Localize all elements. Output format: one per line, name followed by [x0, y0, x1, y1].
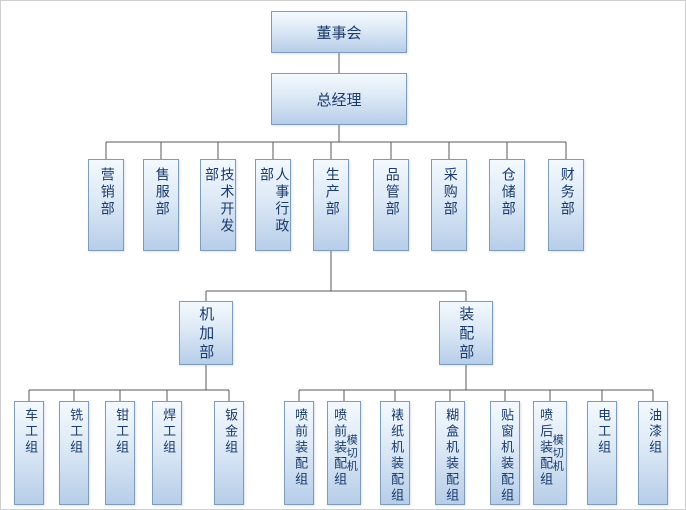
org-node-label: 裱纸机装配组 [388, 408, 404, 504]
node-box-gluer-assembly-group: 糊盒机装配组 [435, 401, 465, 505]
node-dept-quality-control: 品管部 [373, 159, 409, 251]
node-welding-group: 焊工组 [152, 401, 182, 505]
node-dept-warehouse: 仓储部 [489, 159, 525, 251]
node-die-cutter-post-paint-assembly-group: 喷后装配组 模切机 [533, 401, 567, 505]
org-node-label: 焊工组 [160, 408, 176, 456]
org-node-label: 贴窗机装配组 [498, 408, 514, 504]
node-dept-after-sales: 售服部 [143, 159, 179, 251]
org-node-label: 装配部 [457, 306, 476, 363]
org-node-label: 糊盒机装配组 [443, 408, 459, 504]
org-node-label: 喷后装配组 [537, 408, 553, 488]
node-machining-division: 机加部 [179, 301, 233, 365]
node-laminator-assembly-group: 裱纸机装配组 [380, 401, 410, 505]
node-lathe-group: 车工组 [14, 401, 44, 505]
node-general-manager: 总经理 [271, 73, 407, 125]
org-node-label: 生产部 [323, 167, 340, 218]
node-electrician-group: 电工组 [587, 401, 617, 505]
org-node-label: 喷前装配组 [331, 408, 347, 488]
node-dept-production: 生产部 [313, 159, 349, 251]
org-node-sublabel: 模切机 [551, 434, 565, 473]
org-node-label: 采购部 [441, 167, 458, 218]
node-dept-hr-admin: 人事行政部 [255, 159, 291, 251]
node-paint-group: 油漆组 [638, 401, 668, 505]
node-die-cutter-pre-paint-assembly-group: 喷前装配组 模切机 [327, 401, 361, 505]
org-node-label: 钳工组 [113, 408, 129, 456]
node-dept-purchasing: 采购部 [431, 159, 467, 251]
org-node-label: 电工组 [595, 408, 611, 456]
org-node-sublabel: 模切机 [345, 434, 359, 473]
org-node-label: 技术开发部 [203, 167, 235, 235]
org-node-label: 仓储部 [499, 167, 516, 218]
org-node-label: 售服部 [153, 167, 170, 218]
org-node-label: 机加部 [197, 306, 216, 363]
org-node-label: 人事行政部 [258, 167, 290, 235]
node-milling-group: 铣工组 [59, 401, 89, 505]
org-node-label: 董事会 [316, 23, 362, 42]
node-assembly-division: 装配部 [439, 301, 493, 365]
node-sheet-metal-group: 钣金组 [214, 401, 244, 505]
org-node-label: 铣工组 [67, 408, 83, 456]
org-node-label: 品管部 [383, 167, 400, 218]
org-node-label: 喷前装配组 [292, 408, 308, 488]
org-node-label: 总经理 [316, 90, 362, 109]
org-node-label: 钣金组 [222, 408, 238, 456]
org-node-label: 营销部 [98, 167, 115, 218]
org-node-label: 财务部 [558, 167, 575, 218]
node-board: 董事会 [271, 11, 407, 53]
node-dept-tech-development: 技术开发部 [200, 159, 236, 251]
node-dept-finance: 财务部 [548, 159, 584, 251]
node-pre-paint-assembly-group: 喷前装配组 [284, 401, 314, 505]
node-window-patcher-assembly-group: 贴窗机装配组 [490, 401, 520, 505]
org-node-label: 车工组 [22, 408, 38, 456]
node-fitter-group: 钳工组 [105, 401, 135, 505]
node-dept-marketing: 营销部 [88, 159, 124, 251]
org-node-label: 油漆组 [646, 408, 662, 456]
